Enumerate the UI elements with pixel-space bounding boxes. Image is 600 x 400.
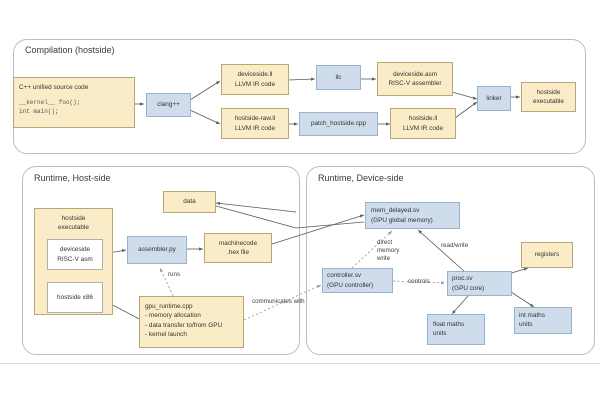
edge-label-runs: runs bbox=[168, 271, 181, 278]
hostside-raw-ll-line1: hostside-raw.ll bbox=[234, 115, 276, 123]
node-machinecode-hex: machinecode .hex file bbox=[204, 233, 272, 263]
node-mem-delayed-sv: mem_delayed.sv (GPU global memory) bbox=[365, 202, 460, 229]
deviceside-ll-line2: LLVM IR code bbox=[234, 80, 276, 88]
node-hostside-executable-compile: hostside executable bbox=[521, 82, 576, 112]
proc-line2: (GPU core) bbox=[452, 284, 485, 292]
edge-label-direct-memory-write-3: write bbox=[377, 255, 391, 262]
node-assembler-py: assembler.py bbox=[127, 236, 187, 264]
cpp-source-code-1: __kernel__ foo(); bbox=[19, 99, 81, 107]
machinecode-line1: machinecode bbox=[218, 239, 257, 247]
deviceside-asm-line1: deviceside.asm bbox=[392, 70, 438, 78]
gpu-runtime-line3: - data transfer to/from GPU bbox=[145, 321, 223, 329]
node-linker: linker bbox=[477, 86, 511, 111]
gpu-runtime-line4: - kernel launch bbox=[145, 330, 187, 338]
gpu-runtime-line1: gpu_runtime.cpp bbox=[145, 303, 193, 310]
assembler-py-label: assembler.py bbox=[138, 246, 176, 254]
node-llc: llc bbox=[316, 65, 361, 90]
node-hostside-ll: hostside.ll LLVM IR code bbox=[390, 108, 456, 139]
node-float-maths-units: float maths units bbox=[427, 314, 485, 345]
float-maths-line2: units bbox=[433, 330, 447, 338]
hostside-exe-line1: hostside bbox=[536, 88, 561, 96]
int-maths-line1: int maths bbox=[519, 312, 545, 319]
node-proc-sv: proc.sv (GPU core) bbox=[447, 271, 512, 296]
node-registers: registers bbox=[521, 242, 573, 268]
clang-label: clang++ bbox=[157, 101, 180, 109]
machinecode-line2: .hex file bbox=[226, 249, 250, 256]
hostside-executable-line2: executable bbox=[58, 224, 89, 232]
cpp-source-code-2: int main(); bbox=[19, 107, 59, 115]
linker-label: linker bbox=[486, 94, 502, 102]
edge-label-direct-memory-write-1: direct bbox=[377, 239, 393, 246]
hostside-ll-line1: hostside.ll bbox=[408, 115, 438, 123]
hostside-executable-line1: hostside bbox=[61, 215, 86, 222]
node-data: data bbox=[163, 191, 216, 213]
deviceside-riscv-line2: RISC-V asm bbox=[57, 255, 93, 263]
gpu-runtime-line2: - memory allocation bbox=[145, 312, 201, 320]
node-hostside-raw-ll: hostside-raw.ll LLVM IR code bbox=[221, 108, 289, 139]
section-frame-runtime-host bbox=[22, 166, 300, 355]
registers-label: registers bbox=[534, 251, 560, 259]
node-controller-sv: controller.sv (GPU controller) bbox=[322, 268, 393, 293]
section-title-compilation: Compilation (hostside) bbox=[25, 45, 115, 55]
patch-hostside-label: patch_hostside.cpp bbox=[310, 120, 367, 128]
deviceside-riscv-line1: deviceside bbox=[59, 246, 91, 254]
deviceside-ll-line1: deviceside.ll bbox=[237, 71, 273, 79]
node-deviceside-riscv-asm: deviceside RISC-V asm bbox=[47, 239, 103, 270]
page-divider bbox=[0, 363, 600, 364]
data-label: data bbox=[183, 198, 196, 206]
section-frame-runtime-device bbox=[306, 166, 595, 355]
float-maths-line1: float maths bbox=[433, 321, 465, 328]
node-clang: clang++ bbox=[146, 93, 191, 117]
mem-delayed-line2: (GPU global memory) bbox=[371, 216, 433, 224]
hostside-exe-line2: executable bbox=[533, 98, 564, 105]
proc-line1: proc.sv bbox=[452, 275, 473, 283]
controller-line2: (GPU controller) bbox=[327, 281, 374, 289]
hostside-ll-line2: LLVM IR code bbox=[402, 124, 444, 132]
section-title-runtime-host: Runtime, Host-side bbox=[34, 173, 111, 183]
hostside-x86-label: hostside x86 bbox=[57, 293, 93, 301]
edge-label-read-write: read/write bbox=[441, 242, 469, 249]
int-maths-line2: units bbox=[519, 321, 533, 329]
node-deviceside-ll: deviceside.ll LLVM IR code bbox=[221, 64, 289, 95]
node-cpp-source: C++ unified source code __kernel__ foo()… bbox=[13, 77, 135, 128]
edge-label-communicates-with: communicates with bbox=[252, 298, 305, 305]
llc-label: llc bbox=[335, 73, 342, 81]
cpp-source-title: C++ unified source code bbox=[19, 84, 89, 91]
hostside-raw-ll-line2: LLVM IR code bbox=[234, 124, 276, 132]
edge-label-controls: controls bbox=[408, 278, 430, 285]
node-deviceside-asm: deviceside.asm RISC-V assembler bbox=[377, 62, 453, 96]
section-title-runtime-device: Runtime, Device-side bbox=[318, 173, 404, 183]
node-gpu-runtime-cpp: gpu_runtime.cpp - memory allocation - da… bbox=[139, 296, 244, 348]
node-int-maths-units: int maths units bbox=[514, 307, 572, 334]
edge-label-direct-memory-write-2: memory bbox=[377, 247, 400, 254]
mem-delayed-line1: mem_delayed.sv bbox=[371, 207, 420, 215]
node-hostside-x86: hostside x86 bbox=[47, 282, 103, 313]
node-patch-hostside: patch_hostside.cpp bbox=[299, 112, 378, 136]
controller-line1: controller.sv bbox=[327, 272, 362, 280]
deviceside-asm-line2: RISC-V assembler bbox=[388, 80, 442, 87]
